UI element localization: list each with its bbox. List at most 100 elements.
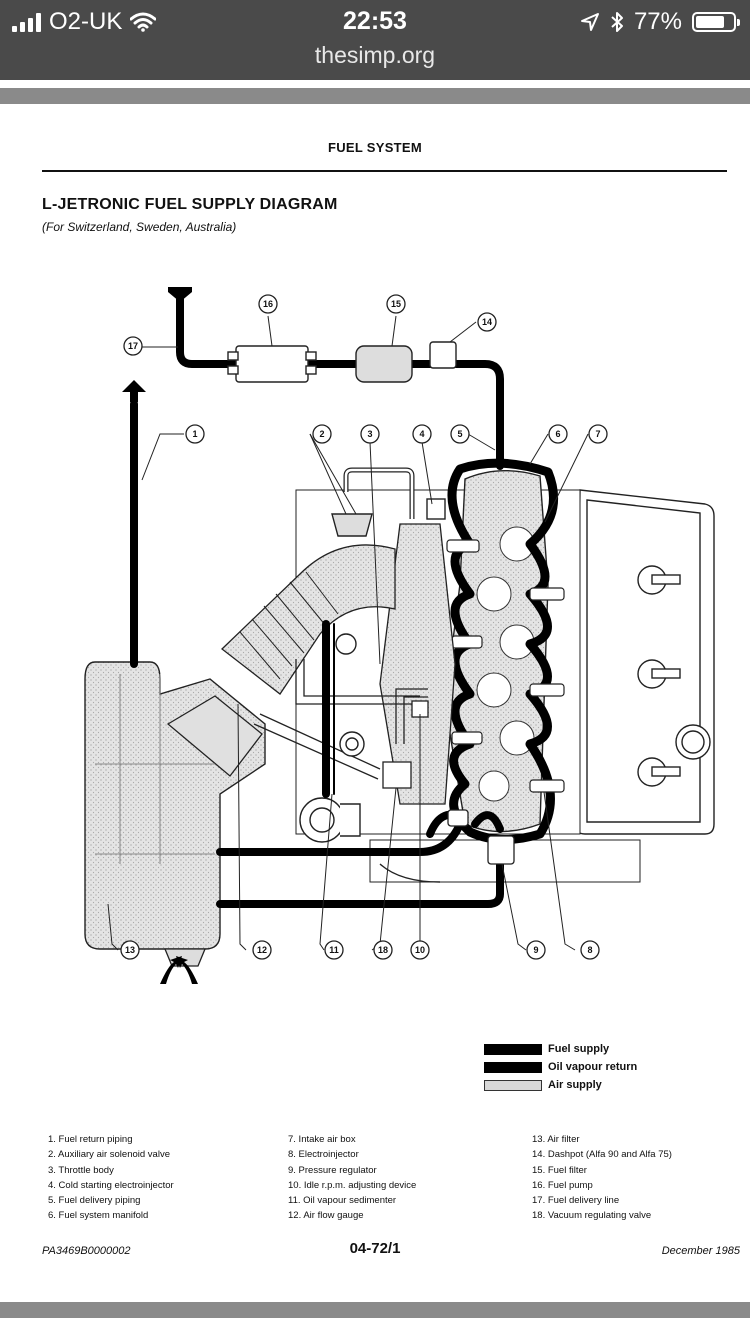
document-code: PA3469B0000002 bbox=[42, 1245, 131, 1257]
callout-number: 6 bbox=[555, 429, 560, 439]
air-duct bbox=[221, 523, 456, 805]
document-page: FUEL SYSTEM L-JETRONIC FUEL SUPPLY DIAGR… bbox=[0, 104, 750, 1300]
part-item: 2. Auxiliary air solenoid valve bbox=[48, 1149, 170, 1161]
spark-plugs bbox=[637, 565, 711, 787]
part-item: 3. Throttle body bbox=[48, 1164, 114, 1176]
callout-number: 13 bbox=[125, 945, 135, 955]
carrier-name: O2-UK bbox=[49, 8, 123, 35]
air-filter bbox=[84, 661, 266, 967]
aux-air-valve bbox=[331, 467, 446, 537]
battery-percent: 77% bbox=[633, 8, 682, 35]
part-item: 4. Cold starting electroinjector bbox=[48, 1179, 174, 1191]
parts-list-col-2: 7. Intake air box 8. Electroinjector 9. … bbox=[288, 1132, 416, 1224]
callout-number: 17 bbox=[128, 341, 138, 351]
callout-circle bbox=[580, 940, 600, 960]
status-bar: O2-UK 22:53 thesimp.org 77% bbox=[0, 0, 750, 80]
callout-circle bbox=[410, 940, 430, 960]
callout-number: 12 bbox=[257, 945, 267, 955]
parts-list-col-3: 13. Air filter 14. Dashpot (Alfa 90 and … bbox=[532, 1132, 672, 1224]
part-item: 9. Pressure regulator bbox=[288, 1164, 377, 1176]
legend-row-oil-vapour-return: Oil vapour return bbox=[484, 1058, 637, 1076]
callout-16: 16 bbox=[258, 294, 278, 314]
callout-13: 13 bbox=[120, 940, 140, 960]
part-item: 16. Fuel pump bbox=[532, 1179, 593, 1191]
callout-circle bbox=[386, 294, 406, 314]
wifi-icon bbox=[130, 12, 157, 32]
callout-circle bbox=[360, 424, 380, 444]
part-item: 17. Fuel delivery line bbox=[532, 1195, 620, 1207]
callout-3: 3 bbox=[360, 424, 380, 444]
callout-circle bbox=[373, 940, 393, 960]
callout-circle bbox=[252, 940, 272, 960]
vacuum-lines bbox=[253, 659, 429, 789]
callout-circle bbox=[185, 424, 205, 444]
legend: Fuel supply Oil vapour return Air supply bbox=[484, 1040, 637, 1094]
callout-15: 15 bbox=[386, 294, 406, 314]
top-divider bbox=[0, 88, 750, 104]
callout-4: 4 bbox=[412, 424, 432, 444]
callout-circle bbox=[258, 294, 278, 314]
fuel-manifold bbox=[447, 458, 559, 845]
callout-14: 14 bbox=[477, 312, 497, 332]
callout-circle bbox=[312, 424, 332, 444]
callout-18: 18 bbox=[373, 940, 393, 960]
location-icon bbox=[580, 13, 599, 31]
callout-circle bbox=[548, 424, 568, 444]
part-item: 18. Vacuum regulating valve bbox=[532, 1210, 652, 1222]
part-item: 11. Oil vapour sedimenter bbox=[288, 1195, 397, 1207]
part-item: 7. Intake air box bbox=[288, 1134, 356, 1145]
section-title: FUEL SYSTEM bbox=[327, 140, 423, 155]
callout-number: 9 bbox=[533, 945, 538, 955]
part-item: 1. Fuel return piping bbox=[48, 1134, 133, 1145]
part-item: 6. Fuel system manifold bbox=[48, 1210, 149, 1222]
callout-circle bbox=[477, 312, 497, 332]
part-item: 8. Electroinjector bbox=[288, 1149, 359, 1161]
carrier-group: O2-UK bbox=[12, 8, 157, 36]
signal-icon bbox=[12, 12, 41, 32]
part-item: 14. Dashpot (Alfa 90 and Alfa 75) bbox=[532, 1149, 672, 1161]
callout-circle bbox=[123, 336, 143, 356]
fuel-pump-filter bbox=[227, 341, 457, 383]
callout-1: 1 bbox=[185, 424, 205, 444]
parts-list-col-1: 1. Fuel return piping 2. Auxiliary air s… bbox=[48, 1132, 174, 1224]
legend-swatch-fuel-supply bbox=[484, 1043, 542, 1055]
part-item: 12. Air flow gauge bbox=[288, 1210, 364, 1222]
header-rule bbox=[42, 170, 727, 172]
callout-circle bbox=[412, 424, 432, 444]
clock: 22:53 bbox=[343, 7, 407, 35]
callout-6: 6 bbox=[548, 424, 568, 444]
callout-number: 15 bbox=[391, 299, 401, 309]
callout-number: 1 bbox=[192, 429, 197, 439]
callout-circle bbox=[324, 940, 344, 960]
callout-circle bbox=[588, 424, 608, 444]
callout-12: 12 bbox=[252, 940, 272, 960]
callout-circle bbox=[120, 940, 140, 960]
legend-row-air-supply: Air supply bbox=[484, 1076, 637, 1094]
legend-swatch-air-supply bbox=[484, 1079, 542, 1091]
part-item: 13. Air filter bbox=[532, 1134, 580, 1145]
flow-arrows bbox=[122, 287, 198, 984]
legend-label-air-supply: Air supply bbox=[548, 1079, 602, 1091]
status-right: 77% bbox=[580, 8, 740, 36]
callout-9: 9 bbox=[526, 940, 546, 960]
url-label[interactable]: thesimp.org bbox=[314, 42, 436, 68]
callout-11: 11 bbox=[324, 940, 344, 960]
pressure-regulator bbox=[447, 809, 515, 865]
electroinjectors bbox=[446, 539, 565, 793]
callout-number: 16 bbox=[263, 299, 273, 309]
callout-circle bbox=[450, 424, 470, 444]
callout-number: 10 bbox=[415, 945, 425, 955]
legend-label-fuel-supply: Fuel supply bbox=[548, 1043, 610, 1055]
oil-sedimenter bbox=[299, 633, 365, 843]
callout-2: 2 bbox=[312, 424, 332, 444]
callout-number: 5 bbox=[457, 429, 462, 439]
callout-number: 7 bbox=[595, 429, 600, 439]
callout-circle bbox=[526, 940, 546, 960]
page-number: 04-72/1 bbox=[349, 1240, 401, 1257]
callout-7: 7 bbox=[588, 424, 608, 444]
callout-8: 8 bbox=[580, 940, 600, 960]
callout-10: 10 bbox=[410, 940, 430, 960]
callout-5: 5 bbox=[450, 424, 470, 444]
